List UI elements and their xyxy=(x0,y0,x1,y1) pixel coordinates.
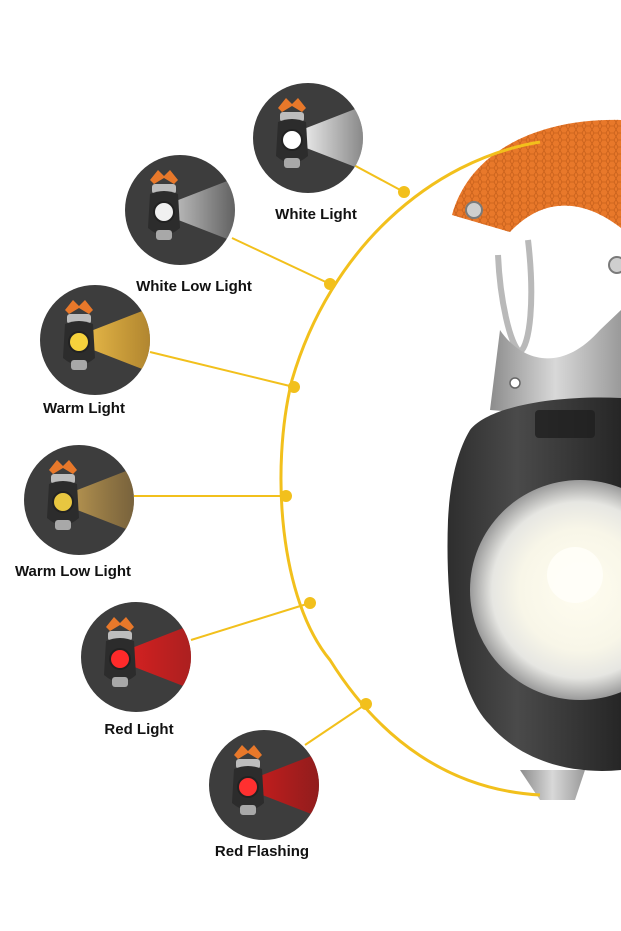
mode-label: Red Flashing xyxy=(214,843,310,860)
mode-label: Warm Low Light xyxy=(14,563,132,580)
led-icon xyxy=(68,331,90,353)
mode-label: Warm Light xyxy=(43,400,125,417)
connector-dot xyxy=(280,490,292,502)
mode-thumbnails xyxy=(24,83,363,840)
led-icon xyxy=(153,201,175,223)
cob-led xyxy=(470,480,621,700)
led-icon xyxy=(109,648,131,670)
mode-thumbnail xyxy=(81,602,191,712)
leader-line xyxy=(231,237,331,285)
connector-curve xyxy=(279,140,541,797)
mode-thumbnail xyxy=(253,83,363,193)
connector-dot xyxy=(304,597,316,609)
connector-dot xyxy=(360,698,372,710)
mode-thumbnail xyxy=(209,730,319,840)
led-icon xyxy=(52,491,74,513)
light-beam xyxy=(83,306,150,374)
connector-dot xyxy=(288,381,300,393)
led-icon xyxy=(281,129,303,151)
mode-thumbnail xyxy=(125,155,235,265)
leader-line xyxy=(149,351,295,388)
leader-line xyxy=(304,703,367,746)
light-beam xyxy=(168,176,235,244)
mode-label: White Light xyxy=(275,206,357,223)
light-beam xyxy=(124,623,191,691)
leader-line xyxy=(190,602,311,641)
connector-dot xyxy=(398,186,410,198)
mode-label: Red Light xyxy=(104,721,174,738)
bottom-clip xyxy=(520,770,585,800)
light-beam xyxy=(67,466,134,534)
mode-label: White Low Light xyxy=(136,278,252,295)
mode-connector-curve xyxy=(134,140,541,797)
light-beam xyxy=(296,104,363,172)
mode-thumbnail xyxy=(40,285,150,395)
metal-frame xyxy=(490,310,621,420)
light-beam xyxy=(252,751,319,819)
leader-line xyxy=(349,162,405,193)
led-icon xyxy=(237,776,259,798)
mode-thumbnail xyxy=(24,445,134,555)
flashlight-device xyxy=(447,119,621,800)
connector-dot xyxy=(324,278,336,290)
